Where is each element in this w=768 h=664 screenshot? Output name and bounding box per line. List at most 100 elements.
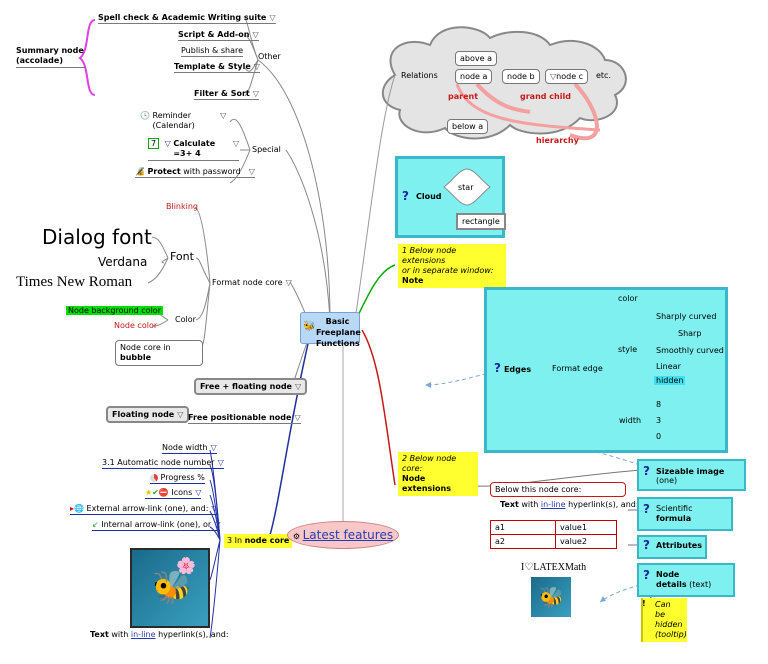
collapse-icon[interactable]: ▽ [210,443,217,452]
cloud-node[interactable]: ? Cloud star rectangle [395,156,506,238]
collapse-icon[interactable]: ▽ [164,139,171,148]
width-8-node[interactable]: 8 [656,400,662,409]
dialog-font[interactable]: Dialog font [42,225,152,249]
format-edge-node[interactable]: Format edge [552,364,603,373]
clock-icon: 🕓 [140,111,150,120]
latex-formula: I♡LATEXMath [521,562,587,573]
other-branch[interactable]: Other [258,52,281,61]
flower-image: 🌸 [176,556,196,575]
node-color-node[interactable]: Node color [114,321,158,330]
times-font[interactable]: Times New Roman [16,274,133,290]
other-item-publish[interactable]: Publish & share [181,46,244,57]
format-branch[interactable]: Format node core▽ [212,278,292,287]
collapse-icon[interactable]: ▽ [214,520,221,529]
question-icon: ? [643,538,650,552]
in-node-core-branch[interactable]: 3 In node core [224,534,293,548]
grand-child-label: grand child [520,92,571,101]
etc-node[interactable]: etc. [596,71,611,80]
node-a[interactable]: node a [455,69,493,84]
below-core-node[interactable]: Below this node core: [490,482,626,497]
arrow-icon: ↙ [92,520,99,529]
hidden-edge-node[interactable]: hidden [654,376,686,385]
bg-color-node[interactable]: Node background color [66,306,163,315]
relations-node[interactable]: Relations [401,71,438,80]
progress-icon [150,473,158,482]
collapse-icon[interactable]: ▽ [220,111,227,120]
node-c[interactable]: ▽node c [545,69,589,84]
width-0-node[interactable]: 0 [656,432,662,441]
collapse-icon[interactable]: ▽ [248,167,255,176]
auto-number-item[interactable]: 3.1 Automatic node number▽ [102,458,224,469]
summary-node[interactable]: Summary node (accolade) [16,46,86,68]
free-floating-node[interactable]: Free + floating node▽ [194,378,308,395]
width-3-node[interactable]: 3 [656,416,662,425]
edge-style-node[interactable]: style [618,345,638,354]
below-a-node[interactable]: below a [447,119,489,134]
collapse-icon[interactable]: ▽ [294,413,301,422]
sharply-curved-node[interactable]: Sharply curved [656,312,717,321]
sizeable-image-node[interactable]: ? Sizeable image (one) [637,459,746,491]
node-b[interactable]: node b [502,69,540,84]
special-branch[interactable]: Special [252,145,281,154]
stop-icon: ⛔ [158,488,169,497]
below-core-text[interactable]: Text with in-line hyperlink(s), and: [500,500,639,509]
image-node[interactable]: 🐝 🌸 [130,548,210,628]
collapse-icon[interactable]: ▽ [195,488,202,497]
other-item-script[interactable]: Script & Add-on▽ [178,30,259,41]
calculate-node[interactable]: 7 ▽ Calculate =3+ 4 ▽ [148,138,240,161]
free-positionable-node[interactable]: Free positionable node▽ [188,413,301,424]
above-a-node[interactable]: above a [455,51,497,66]
node-extensions-node[interactable]: 2 Below node core: Node extensions [398,452,478,496]
external-link-item[interactable]: ▸🌐 External arrow-link (one), and:▽ [70,504,218,515]
floating-node[interactable]: Floating node▽ [106,406,190,423]
edge-width-node[interactable]: width [619,416,642,425]
smoothly-curved-node[interactable]: Smoothly curved [656,346,724,355]
exclamation-icon: ! [642,599,646,608]
note-node[interactable]: 1 Below node extensions or in separate w… [398,244,506,288]
bee-image: 🐝 [152,568,192,606]
parent-label: parent [448,92,479,101]
rectangle-node[interactable]: rectangle [456,213,506,230]
collapse-icon[interactable]: ▽ [253,62,260,71]
node-width-item[interactable]: Node width▽ [162,443,217,454]
linear-node[interactable]: Linear [656,362,681,371]
edge-color-node[interactable]: color [618,294,638,303]
verdana-font[interactable]: Verdana [98,255,148,269]
bubble-node[interactable]: Node core in bubble [115,340,203,366]
collapse-icon[interactable]: ▽ [269,13,276,22]
color-node[interactable]: Color [175,315,196,324]
text-hyperlink-node[interactable]: Text with in-line hyperlink(s), and: [90,630,229,639]
lock-icon: 🔏 [135,167,145,176]
collapse-icon[interactable]: ▽ [252,30,259,39]
calc-badge: 7 [148,138,160,149]
edges-node[interactable] [484,287,728,453]
icons-item[interactable]: ★✔⛔ Icons▽ [145,488,202,499]
collapse-icon[interactable]: ▽ [285,278,292,287]
reminder-node[interactable]: 🕓 Reminder (Calendar) ▽ [140,111,227,130]
blinking-node[interactable]: Blinking [166,202,199,211]
internal-link-item[interactable]: ↙ Internal arrow-link (one), or▽ [92,520,221,531]
root-node[interactable]: 🐝 Basic Freeplane Functions [300,312,361,348]
latest-features-node[interactable]: ⚙ Latest features [287,521,399,549]
other-item-filter[interactable]: Filter & Sort▽ [194,89,259,100]
collapse-icon[interactable]: ▽ [217,458,224,467]
progress-item[interactable]: Progress % [150,473,205,484]
tooltip-node[interactable]: ! Can be hidden (tooltip) [641,598,687,642]
sharp-node[interactable]: Sharp [678,329,702,338]
root-title: Basic Freeplane Functions [316,317,361,348]
collapse-icon[interactable]: ▽ [252,89,259,98]
protect-node[interactable]: 🔏 Protect with password ▽ [135,167,255,178]
other-item-template[interactable]: Template & Style▽ [174,62,260,73]
star-shape [443,168,491,206]
collapse-icon[interactable]: ▽ [211,504,218,513]
font-node[interactable]: Font [170,250,194,263]
collapse-icon[interactable]: ▽ [177,410,184,419]
attributes-node[interactable]: ? Attributes [637,535,707,559]
collapse-icon[interactable]: ▽ [294,382,302,391]
other-item-spell-check[interactable]: Spell check & Academic Writing suite▽ [98,13,276,24]
collapse-icon[interactable]: ▽ [232,139,240,148]
